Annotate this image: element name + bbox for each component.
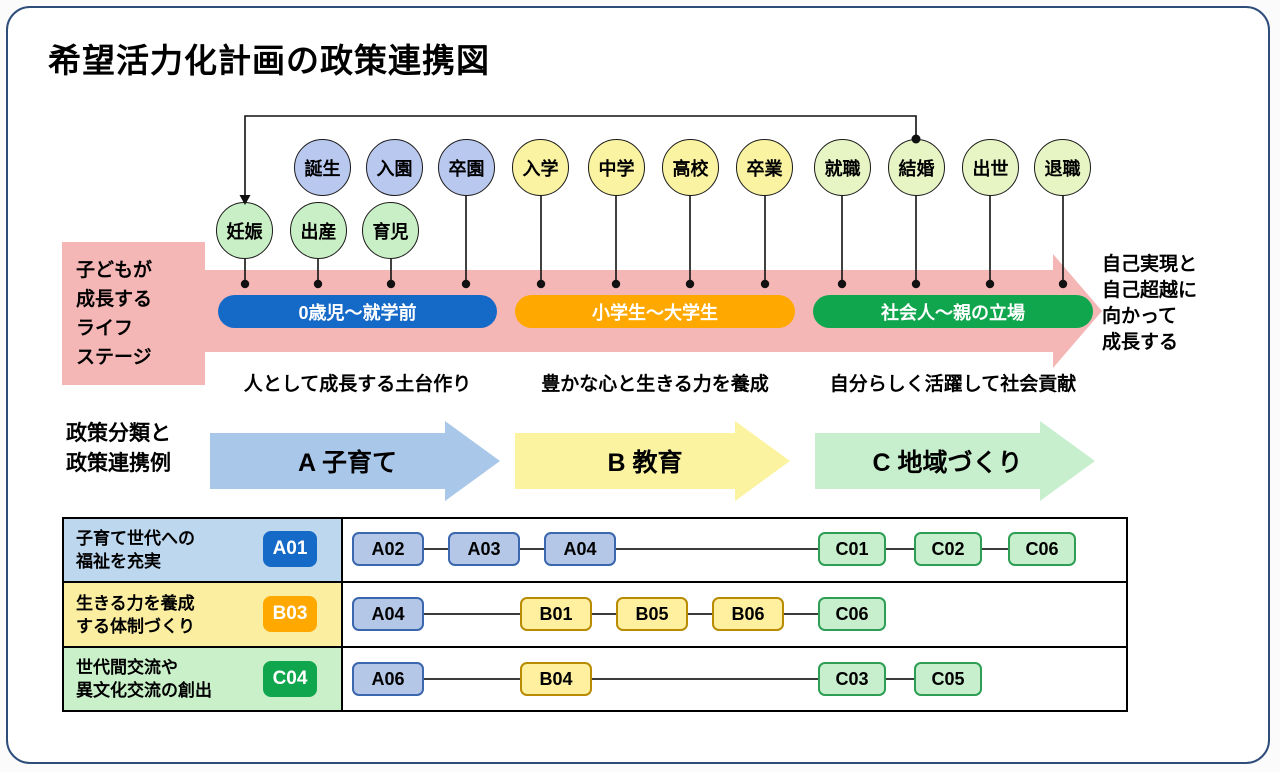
policy-side-line: 政策連携例	[66, 452, 171, 475]
policy-side-line: 政策分類と	[66, 422, 171, 445]
right-label-line: 自己超越に	[1102, 280, 1198, 301]
node-connector	[688, 613, 712, 615]
policy-node: C02	[914, 532, 982, 566]
life-event-circle: 退職	[1034, 139, 1091, 196]
heading-line: 福祉を充実	[76, 552, 161, 571]
life-event-circle: 高校	[662, 139, 719, 196]
node-connector	[886, 548, 914, 550]
policy-matrix-table: 子育て世代への 福祉を充実 生きる力を養成 する体制づくり 世代間交流や 異文化…	[62, 517, 1128, 712]
life-stage-left-line: 成長する	[76, 288, 153, 310]
matrix-row-badge: A01	[263, 531, 317, 567]
right-label-line: 向かって	[1102, 306, 1178, 327]
policy-node: B04	[520, 662, 592, 696]
policy-node: C05	[914, 662, 982, 696]
page-title: 希望活力化計画の政策連携図	[48, 42, 490, 79]
matrix-row-heading: 世代間交流や 異文化交流の創出	[76, 648, 261, 710]
heading-line: 生きる力を養成	[76, 593, 195, 613]
life-event-circle: 卒業	[736, 139, 793, 196]
policy-arrow-c-label: C 地域づくり	[872, 449, 1023, 477]
life-event-circle: 結婚	[888, 139, 945, 196]
stage-caption: 豊かな心と生きる力を養成	[541, 374, 769, 395]
life-stage-left-line: 子どもが	[76, 259, 153, 281]
life-stage-left-line: ステージ	[76, 346, 152, 368]
heading-line: する体制づくり	[76, 616, 195, 636]
policy-node: C01	[818, 532, 886, 566]
life-event-circle: 入学	[512, 139, 569, 196]
policy-node: A06	[352, 662, 424, 696]
life-event-circle: 卒園	[438, 139, 495, 196]
policy-node: B06	[712, 597, 784, 631]
node-connector	[886, 678, 914, 680]
policy-node: B01	[520, 597, 592, 631]
stage-caption: 人として成長する土台作り	[243, 374, 472, 395]
life-event-circle: 育児	[362, 202, 419, 259]
right-label-line: 自己実現と	[1102, 254, 1198, 275]
table-row-divider	[64, 646, 1126, 648]
node-connector	[784, 613, 818, 615]
node-connector	[982, 548, 1008, 550]
life-event-circle: 出世	[962, 139, 1019, 196]
node-connector	[424, 613, 520, 615]
policy-node: C03	[818, 662, 886, 696]
node-connector	[616, 548, 818, 550]
policy-arrow-b-label: B 教育	[607, 449, 683, 477]
matrix-row-badge: C04	[263, 661, 317, 697]
policy-arrow-a-label: A 子育て	[297, 449, 398, 477]
policy-node: A04	[352, 597, 424, 631]
life-event-circle: 入園	[366, 139, 423, 196]
life-event-circle: 妊娠	[216, 202, 273, 259]
policy-node: C06	[1008, 532, 1076, 566]
stage-pill-preschool: 0歳児〜就学前	[218, 295, 497, 328]
life-stage-right-label: 自己実現と 自己超越に 向かって 成長する	[1102, 252, 1197, 356]
heading-line: 子育て世代への	[76, 529, 195, 548]
node-connector	[424, 678, 520, 680]
node-connector	[424, 548, 448, 550]
table-row-divider	[64, 581, 1126, 583]
life-event-circle: 出産	[290, 202, 347, 259]
policy-side-label: 政策分類と 政策連携例	[66, 419, 171, 479]
right-label-line: 成長する	[1102, 332, 1179, 353]
matrix-row-badge: B03	[263, 596, 317, 632]
policy-node: A02	[352, 532, 424, 566]
stage-caption: 自分らしく活躍して社会貢献	[829, 374, 1077, 395]
policy-node: A04	[544, 532, 616, 566]
policy-node: B05	[616, 597, 688, 631]
node-connector	[592, 678, 818, 680]
policy-node: C06	[818, 597, 886, 631]
table-vertical-divider	[341, 519, 343, 710]
life-event-circle: 就職	[814, 139, 871, 196]
node-connector	[520, 548, 544, 550]
life-stage-left-box: 子どもが 成長する ライフ ステージ	[62, 242, 205, 385]
life-stage-left-line: ライフ	[76, 317, 134, 339]
node-connector	[592, 613, 616, 615]
life-event-circle: 中学	[588, 139, 645, 196]
policy-node: A03	[448, 532, 520, 566]
matrix-row-heading: 生きる力を養成 する体制づくり	[76, 583, 261, 646]
heading-line: 異文化交流の創出	[76, 681, 212, 700]
stage-pill-adult: 社会人〜親の立場	[813, 295, 1093, 328]
stage-pill-student: 小学生〜大学生	[515, 295, 795, 328]
heading-line: 世代間交流や	[76, 658, 178, 677]
life-event-circle: 誕生	[294, 139, 351, 196]
matrix-row-heading: 子育て世代への 福祉を充実	[76, 519, 261, 581]
